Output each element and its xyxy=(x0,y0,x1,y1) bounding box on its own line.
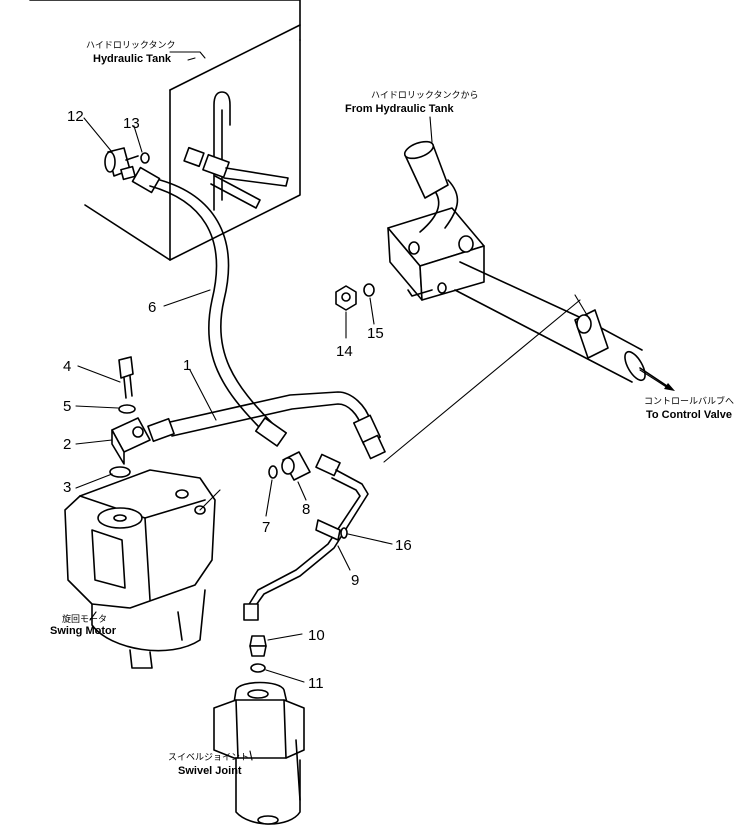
label-from-tank-jp: ハイドロリックタンクから xyxy=(371,90,478,101)
callout-4: 4 xyxy=(63,358,71,375)
label-hydraulic-tank-en: Hydraulic Tank xyxy=(93,53,172,65)
part-1-pipe xyxy=(147,391,386,460)
arrow-to-control-valve xyxy=(639,367,671,389)
label-swivel-joint-en: Swivel Joint xyxy=(178,765,242,777)
callout-15: 15 xyxy=(367,325,384,342)
label-control-valve-en: To Control Valve xyxy=(646,409,732,421)
arrowhead-icon xyxy=(664,383,675,391)
label-from-tank-en: From Hydraulic Tank xyxy=(345,103,454,115)
part-14-nut xyxy=(335,285,357,311)
tank-clip xyxy=(213,91,231,211)
callout-2: 2 xyxy=(63,436,71,453)
leader-lines xyxy=(75,51,669,761)
callout-10: 10 xyxy=(308,627,325,644)
part-3-oring xyxy=(109,466,131,478)
callout-13: 13 xyxy=(123,115,140,132)
callout-11: 11 xyxy=(308,675,324,692)
swivel-joint xyxy=(213,681,305,825)
part-15-oring xyxy=(363,283,375,297)
label-hydraulic-tank-jp: ハイドロリックタンク xyxy=(86,40,175,51)
part-10-adapter xyxy=(249,635,267,657)
label-control-valve-jp: コントロールバルブへ xyxy=(644,395,734,407)
label-swivel-joint-jp: スイベルジョイント xyxy=(168,753,249,763)
part-11-oring xyxy=(250,663,266,673)
callout-9: 9 xyxy=(351,572,359,589)
callout-7: 7 xyxy=(262,519,270,536)
part-12-elbow xyxy=(104,147,139,181)
callout-5: 5 xyxy=(63,398,71,415)
callout-6: 6 xyxy=(148,299,156,316)
label-swing-motor-en: Swing Motor xyxy=(50,625,117,637)
hydraulic-tank xyxy=(29,0,301,261)
leader-valve xyxy=(383,299,581,463)
part-8-elbow xyxy=(281,451,311,481)
callout-14: 14 xyxy=(336,343,353,360)
part-16-clamp xyxy=(315,519,348,541)
label-swing-motor-jp: 旋回モータ xyxy=(62,613,107,625)
callout-1: 1 xyxy=(183,357,191,374)
part-5-washer xyxy=(118,404,136,414)
tank-fittings xyxy=(183,146,289,209)
swing-motor xyxy=(64,469,216,669)
control-valve-block xyxy=(387,140,646,383)
callout-16: 16 xyxy=(395,537,412,554)
part-6-hose xyxy=(131,166,288,447)
part-13-oring xyxy=(140,152,150,164)
part-4-bolt xyxy=(118,356,134,399)
part-9-pipe xyxy=(243,453,369,621)
part-7-oring xyxy=(268,465,278,479)
callout-12: 12 xyxy=(67,108,84,125)
part-2-flange xyxy=(111,417,151,465)
callout-8: 8 xyxy=(302,501,310,518)
callout-3: 3 xyxy=(63,479,71,496)
